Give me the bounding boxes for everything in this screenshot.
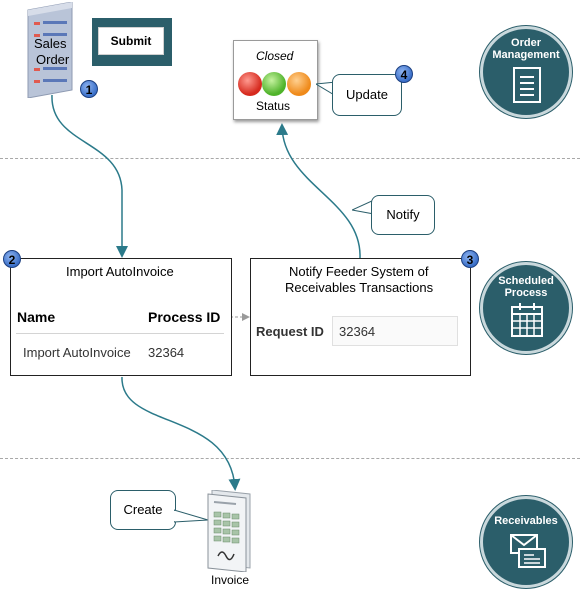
status-red-light-icon [238,72,262,96]
create-callout-label: Create [123,502,163,517]
create-callout: Create [110,490,176,530]
receivables-lane-icon: Receivables [480,496,572,588]
import-autoinvoice-title: Import AutoInvoice [66,264,174,279]
update-callout: Update [332,74,402,116]
lane-divider-bottom [0,458,580,459]
invoice-icon [207,490,251,572]
step-badge-1: 1 [80,80,98,98]
import-autoinvoice-panel [10,258,232,376]
table-row-name[interactable]: Import AutoInvoice [23,345,131,360]
sales-order-label-line2: Order [36,52,70,67]
receivables-label: Receivables [494,515,558,527]
arrow-order-to-import [51,94,128,258]
receivables-envelope-icon [510,534,546,568]
create-callout-pointer [174,509,209,523]
step-badge-2: 2 [3,250,21,268]
step-badge-4: 4 [395,65,413,83]
submit-button[interactable]: Submit [98,27,164,55]
request-id-label: Request ID [256,324,324,339]
submit-button-label: Submit [110,34,152,48]
notify-callout-label: Notify [386,207,420,222]
scheduled-process-label-line1: Scheduled [498,275,554,287]
notify-feeder-title-line1: Notify Feeder System of [289,264,429,279]
sales-order-document-icon [27,2,73,98]
column-header-process-id: Process ID [148,309,221,325]
request-id-value: 32364 [339,324,376,339]
notify-feeder-title-line2: Receivables Transactions [285,280,434,295]
request-id-field[interactable]: 32364 [332,316,458,346]
arrow-notify-to-status [276,123,361,259]
notify-callout: Notify [371,195,435,235]
order-management-lane-icon: Order Management [480,26,572,118]
step-badge-3: 3 [461,250,479,268]
scheduled-process-lane-icon: Scheduled Process [480,262,572,354]
order-document-icon [513,67,541,103]
table-header-divider [16,333,224,334]
calendar-icon [511,303,543,337]
lane-divider-top [0,158,580,159]
table-row-process-id[interactable]: 32364 [148,345,185,360]
order-management-label-line2: Management [492,49,560,61]
status-label: Status [256,99,291,113]
column-header-name: Name [17,309,56,325]
arrow-import-to-invoice [121,376,241,491]
order-management-label-line1: Order [511,37,541,49]
sales-order-label-line1: Sales [34,36,67,51]
status-closed-label: Closed [256,49,294,63]
update-callout-label: Update [346,87,388,102]
scheduled-process-label-line2: Process [504,287,548,299]
status-orange-light-icon [287,72,311,96]
invoice-label: Invoice [211,573,250,587]
status-green-light-icon [262,72,286,96]
